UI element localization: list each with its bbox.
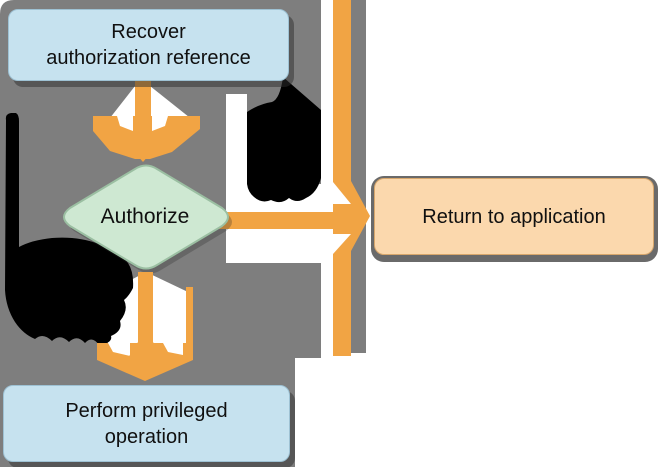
pipe-notch-upper: [333, 182, 351, 204]
arrow-side-wall-right: [186, 287, 193, 346]
arrow-tip: [130, 147, 156, 162]
white-channel-a: [226, 94, 247, 212]
arrowhead-notch-left: [108, 343, 130, 356]
arrow-collar-notch-right: [152, 116, 168, 131]
node-authorize-decision: Authorize: [57, 163, 233, 271]
node-label-line: Return to application: [422, 205, 606, 228]
node-return-to-application: Return to application: [374, 178, 654, 255]
arrow-shaft-lower: [138, 272, 153, 344]
arrow-authorize-to-perform: [97, 272, 193, 381]
arrow-shaft-foot: [128, 342, 163, 358]
arrow-shaft: [135, 81, 151, 150]
node-label-line: Perform privileged: [65, 399, 228, 422]
node-return-to-application-frame: Return to application: [371, 176, 658, 262]
node-label-line: Authorize: [100, 205, 190, 228]
arrow-authorize-to-return-bar: [215, 212, 351, 229]
node-label-line: operation: [104, 425, 189, 448]
flow-pipe: [333, 0, 370, 356]
node-label-line: authorization reference: [46, 47, 251, 69]
pipe-vertical: [333, 0, 351, 356]
pipe-shadow-stripe: [351, 0, 366, 353]
white-channel-c: [226, 229, 333, 263]
obscured-label-blob-left: [5, 113, 134, 345]
pipe-arrowhead-right: [351, 181, 370, 251]
white-gap-column: [321, 0, 333, 358]
node-recover-authorization-reference: Recover authorization reference: [8, 9, 289, 81]
node-label-line: Recover: [111, 21, 186, 43]
arrowhead-notch-right: [163, 343, 183, 355]
obscured-label-blob-right: [247, 77, 321, 203]
node-perform-privileged-operation: Perform privileged operation: [3, 385, 290, 462]
decision-diamond-shape: [63, 164, 229, 270]
pipe-notch-lower: [333, 234, 351, 254]
arrow-recover-to-authorize: [93, 81, 200, 162]
arrow-collar-notch-left: [117, 116, 133, 131]
